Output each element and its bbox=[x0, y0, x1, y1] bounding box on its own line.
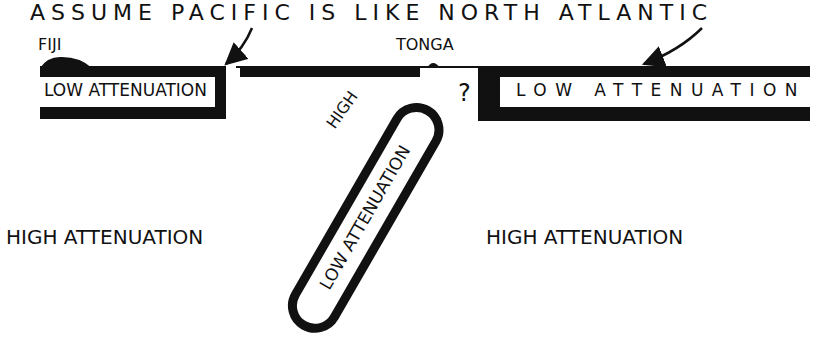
leader-arrow bbox=[644, 28, 702, 64]
zone-label: LOW ATTENUATION bbox=[316, 142, 414, 293]
zone-label: LOW ATTENUATION bbox=[44, 81, 207, 101]
question-mark: ? bbox=[458, 80, 471, 108]
place-name: FIJI bbox=[38, 36, 61, 54]
zone-label: HIGH ATTENUATION bbox=[6, 226, 203, 249]
low-attenuation-band: LOW ATTENUATION bbox=[40, 66, 226, 119]
surface-line bbox=[236, 66, 480, 68]
zone-label: HIGH bbox=[324, 88, 363, 132]
note: ASSUME PACIFIC IS LIKE NORTH ATLANTIC bbox=[30, 0, 713, 25]
low-attenuation-band: LOW ATTENUATION bbox=[478, 66, 810, 121]
tonga-island bbox=[427, 63, 440, 68]
zone-label: LOW ATTENUATION bbox=[516, 81, 806, 101]
zone-label: HIGH ATTENUATION bbox=[486, 226, 683, 249]
leader-arrow bbox=[226, 28, 252, 64]
subducting-slab: LOW ATTENUATION bbox=[278, 93, 453, 342]
place-name: TONGA bbox=[396, 36, 454, 54]
